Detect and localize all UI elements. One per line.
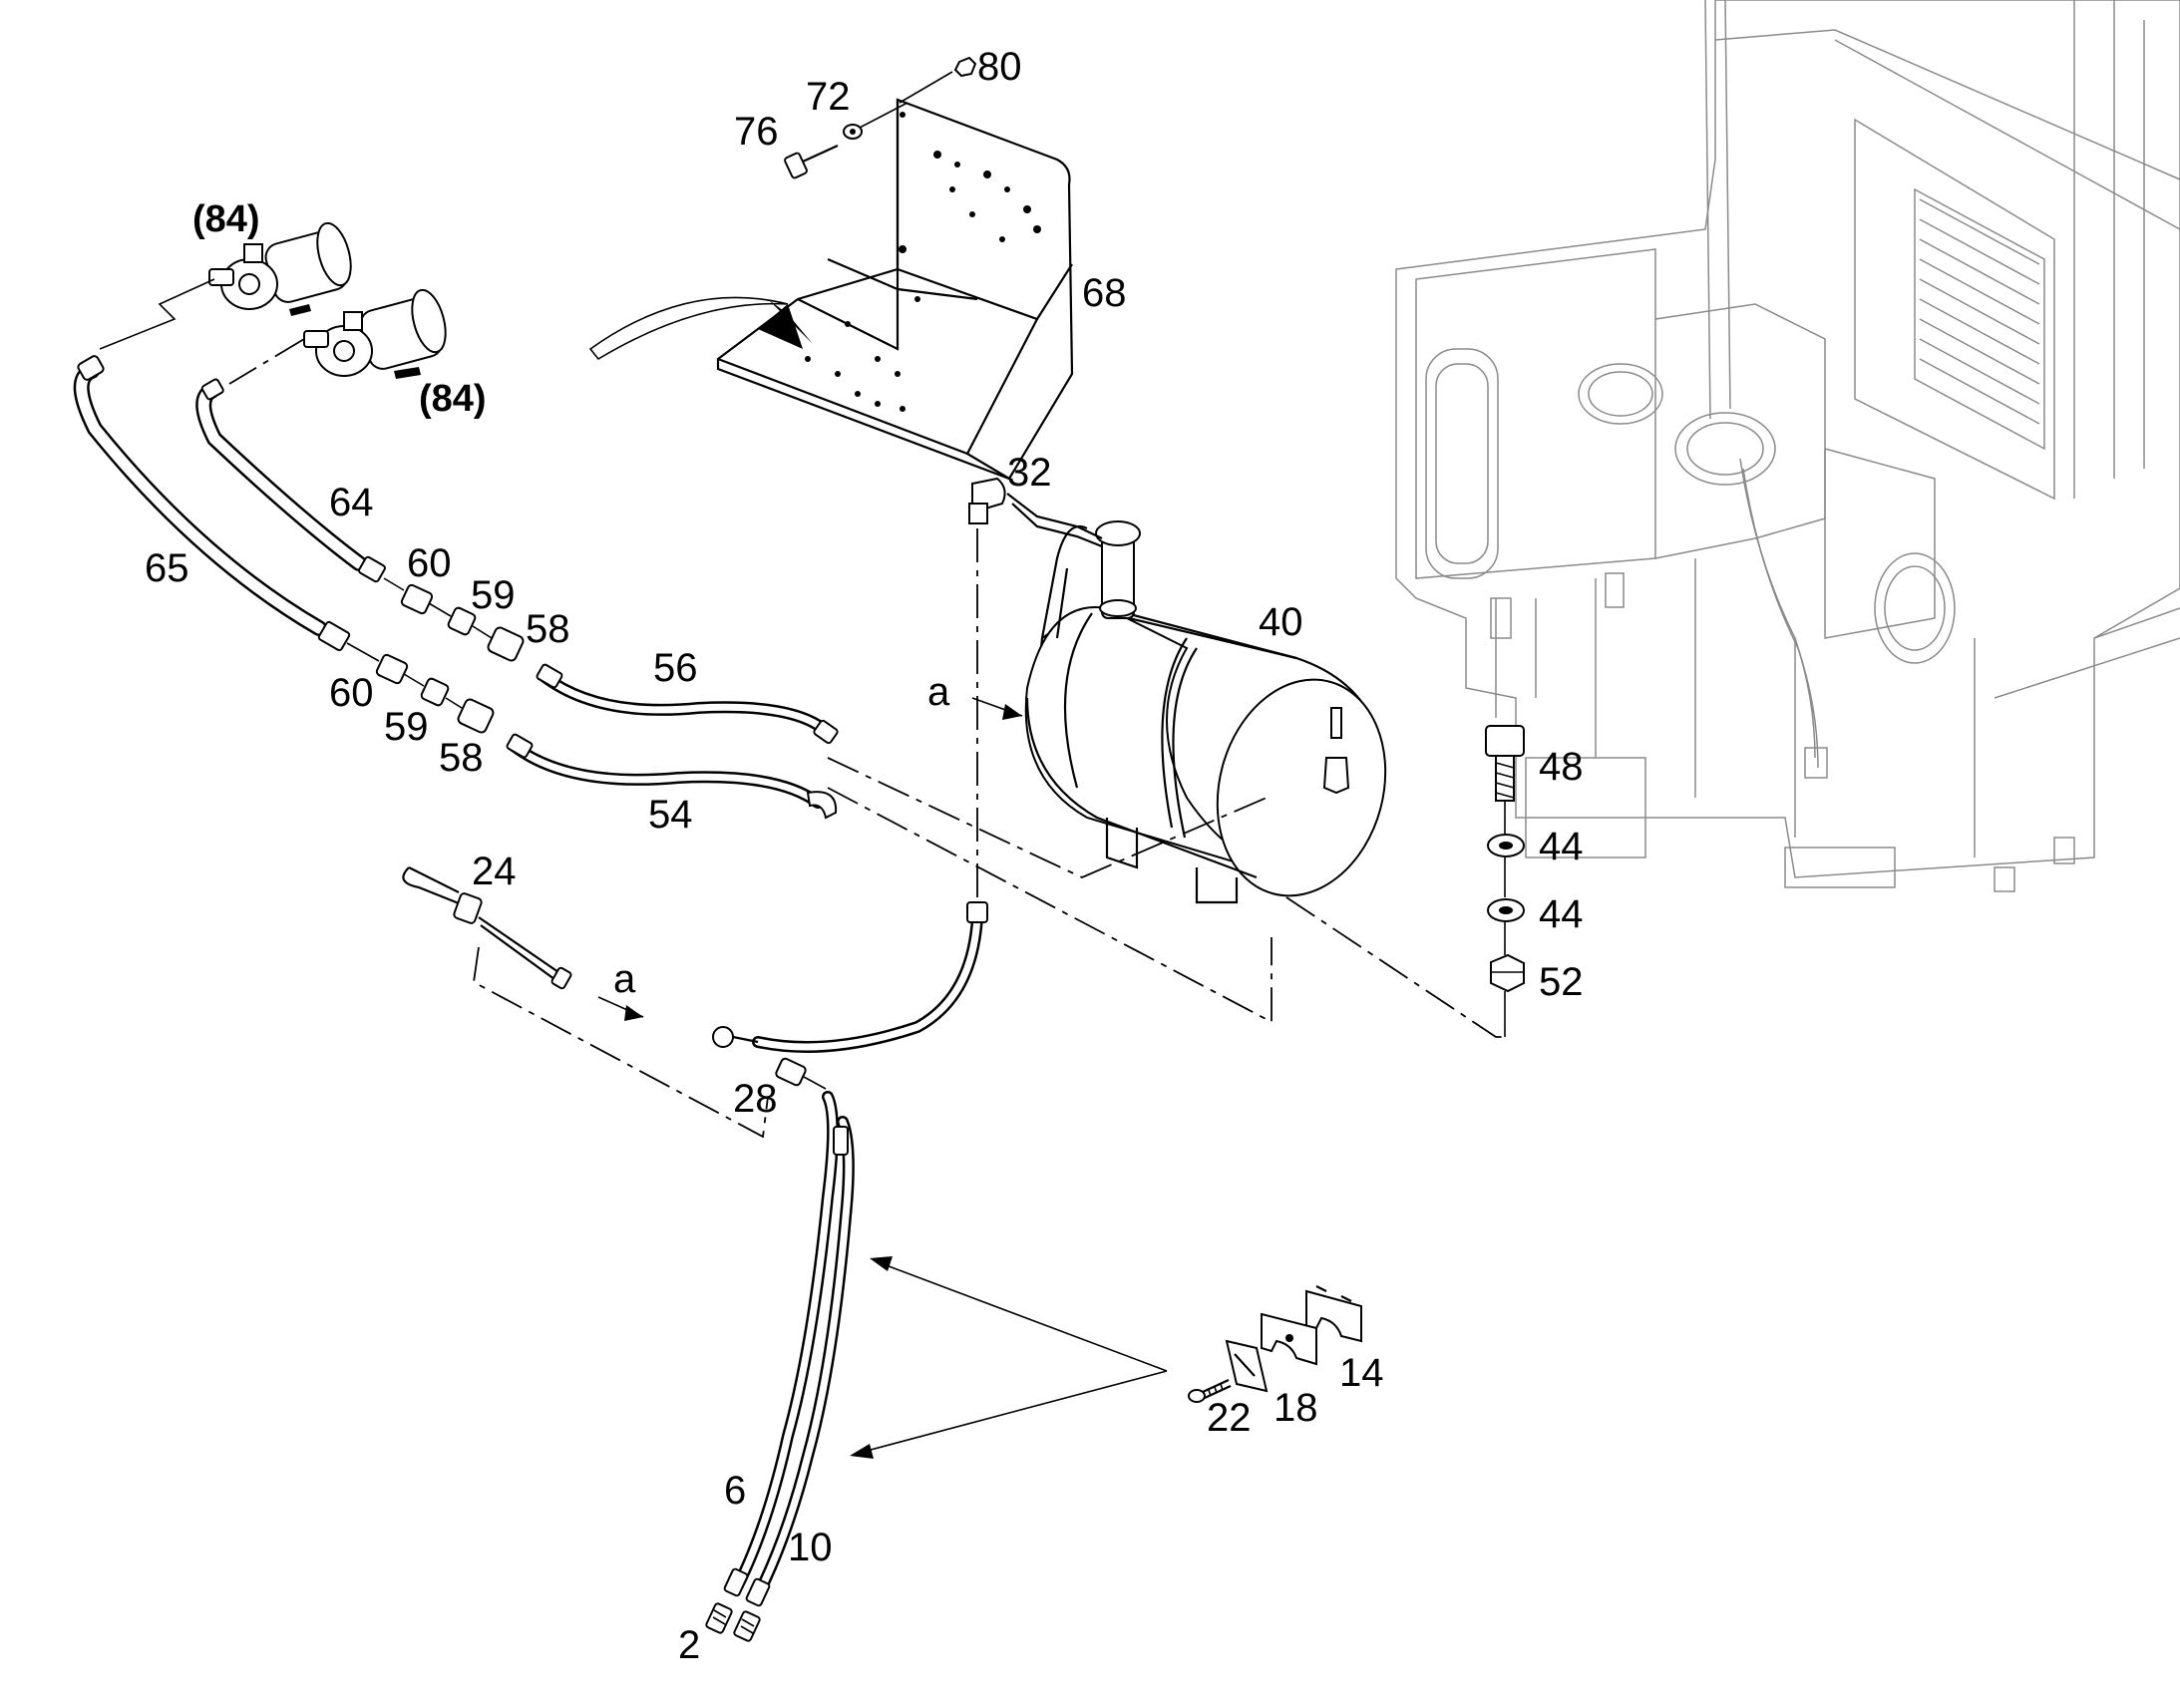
callout-72: 72 <box>806 75 851 119</box>
nut-52 <box>1490 953 1525 993</box>
callout-58-lower: 58 <box>439 736 484 780</box>
cable-24 <box>402 866 572 990</box>
callout-64: 64 <box>329 481 374 524</box>
callout-24: 24 <box>472 850 517 893</box>
callout-68: 68 <box>1082 271 1127 315</box>
clamp-18 <box>1261 1312 1317 1366</box>
hose-64 <box>195 378 386 583</box>
callout-58-upper: 58 <box>526 607 570 651</box>
leader-lines <box>473 528 1505 1139</box>
callout-2: 2 <box>678 1623 700 1667</box>
callout-14: 14 <box>1339 1351 1384 1395</box>
fittings-lower <box>346 642 495 734</box>
hose-tank-lower <box>712 901 988 1053</box>
callout-56: 56 <box>653 646 698 690</box>
callout-a-upper: a <box>927 670 950 714</box>
pointer-arrows <box>850 1256 1168 1459</box>
hose-end-10 <box>745 1577 771 1607</box>
callout-59-lower: 59 <box>384 705 429 749</box>
leader-pump-upper <box>99 278 215 350</box>
clamp-14 <box>1305 1285 1362 1343</box>
callout-80: 80 <box>977 45 1022 89</box>
callout-48: 48 <box>1539 745 1584 789</box>
hose-10 <box>752 1116 855 1601</box>
callout-54: 54 <box>648 793 693 837</box>
callout-44-upper: 44 <box>1539 825 1584 868</box>
hose-54 <box>506 733 838 820</box>
callout-52: 52 <box>1539 960 1584 1004</box>
hose-6 <box>732 1091 839 1591</box>
callout-84-upper: (84) <box>192 198 260 240</box>
elbow-32 <box>968 477 1103 548</box>
callout-a-lower: a <box>613 957 636 1001</box>
callout-28: 28 <box>733 1077 778 1121</box>
callout-65: 65 <box>145 546 189 590</box>
callout-40: 40 <box>1259 600 1303 644</box>
machine-frame <box>1395 0 2180 892</box>
fittings-upper <box>383 577 525 662</box>
hose-end-upper <box>833 1126 849 1156</box>
washer-44-upper <box>1487 834 1525 857</box>
air-pump-84-lower <box>303 288 447 379</box>
callout-22: 22 <box>1207 1396 1252 1440</box>
leader-pump-lower <box>228 338 305 385</box>
fittings-2 <box>705 1602 761 1642</box>
air-pump-84-upper <box>208 221 352 316</box>
battery-tray-68 <box>588 56 1074 481</box>
bolt-48 <box>1485 725 1525 802</box>
callout-labels: 80 72 76 (84) (84) 68 64 65 60 59 58 56 … <box>145 45 1584 1667</box>
callout-32: 32 <box>1007 451 1052 495</box>
callout-60-lower: 60 <box>329 671 374 715</box>
callout-44-lower: 44 <box>1539 892 1584 936</box>
callout-6: 6 <box>724 1469 746 1513</box>
callout-84-lower: (84) <box>419 378 487 420</box>
callout-18: 18 <box>1273 1386 1318 1430</box>
hose-56 <box>536 663 839 745</box>
washer-44-lower <box>1487 898 1525 922</box>
bolt-22 <box>1188 1379 1232 1403</box>
hose-65 <box>73 355 351 652</box>
callout-60-upper: 60 <box>407 541 452 585</box>
fitting-28 <box>775 1057 827 1090</box>
hose-end-6 <box>723 1567 749 1597</box>
callout-59-upper: 59 <box>471 573 516 617</box>
air-tank-40 <box>1024 520 1387 904</box>
clamp-plate <box>1225 1339 1269 1393</box>
callout-10: 10 <box>788 1526 833 1569</box>
callout-76: 76 <box>734 110 779 154</box>
